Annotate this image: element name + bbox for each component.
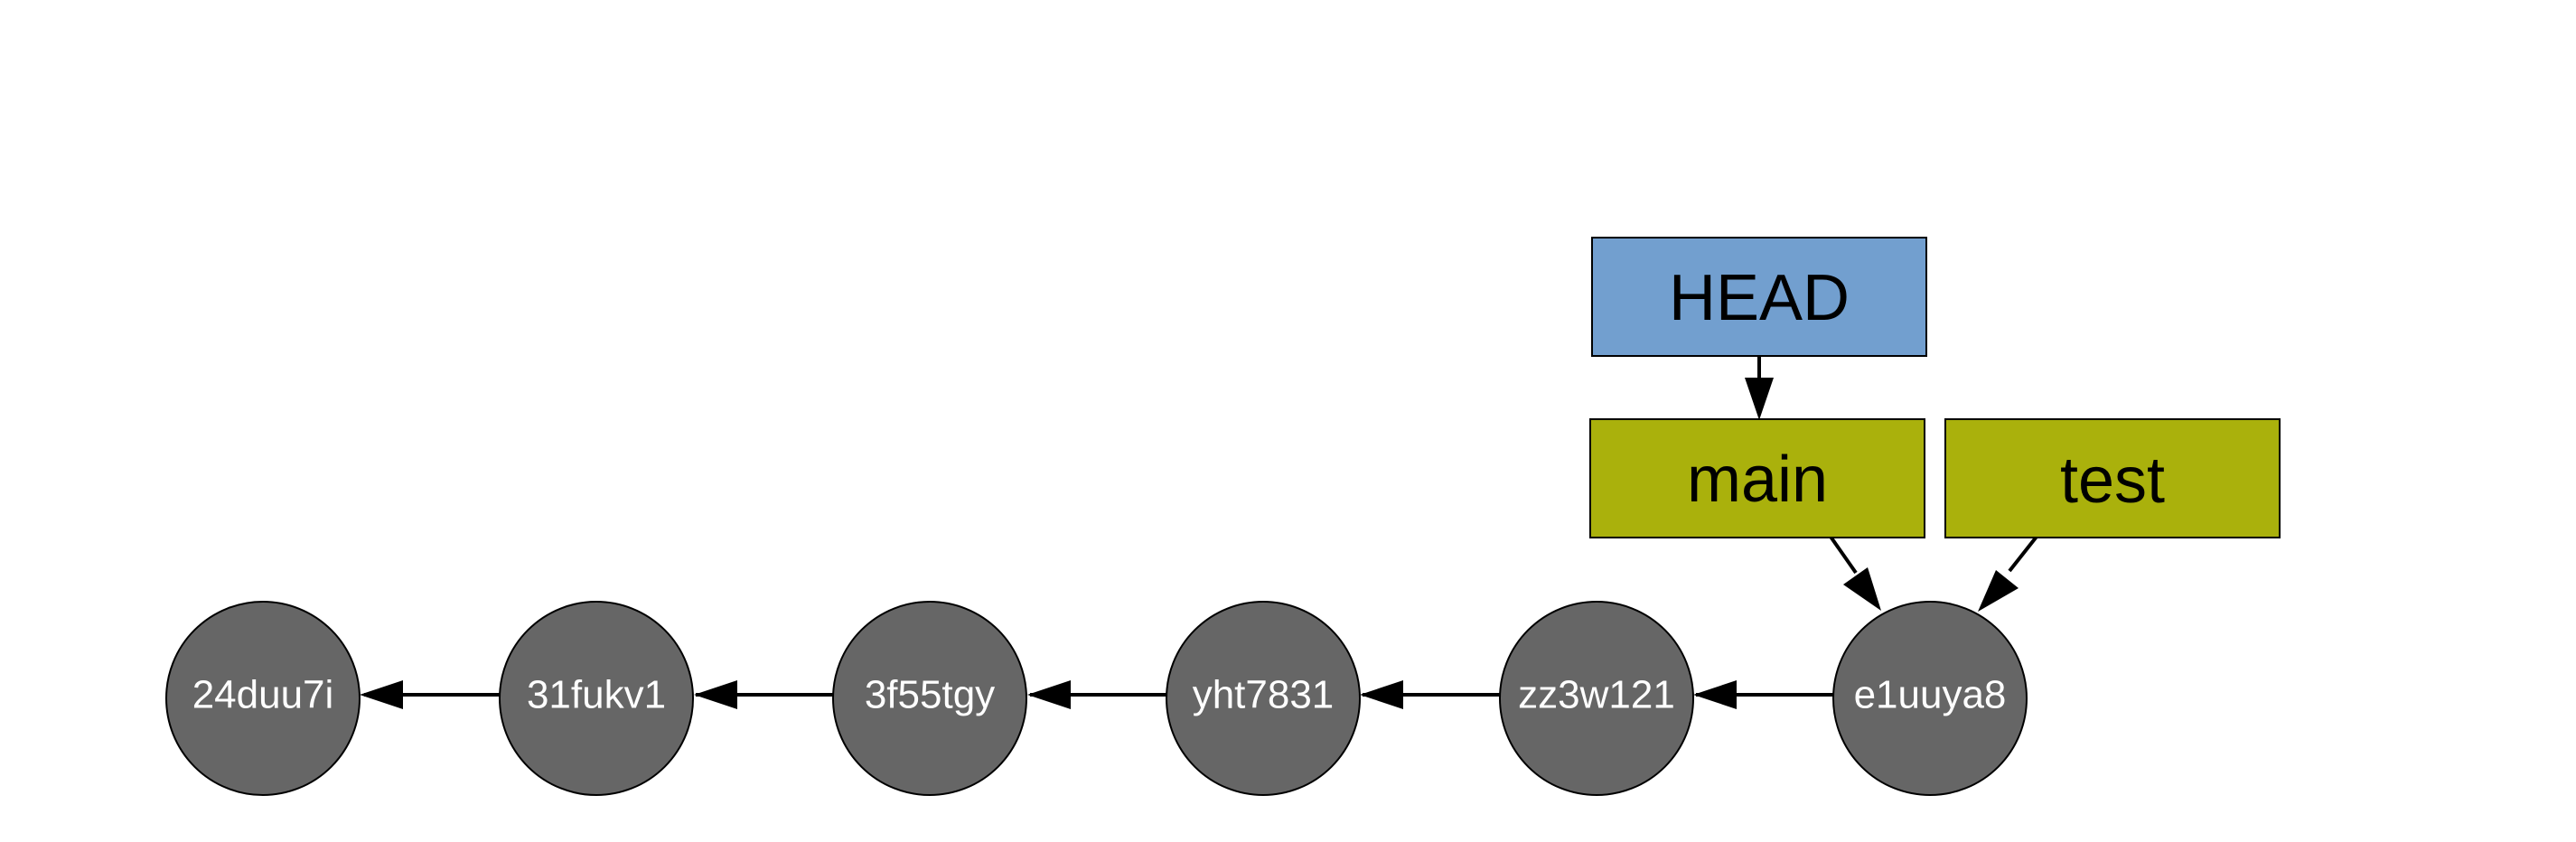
- commit-node: e1uuya8: [1832, 601, 2028, 796]
- branch-box: [1589, 418, 1925, 538]
- arrowhead: [1745, 378, 1774, 420]
- branch-main: main: [1589, 418, 1925, 538]
- commit-circle: [832, 601, 1027, 796]
- commit-hash: e1uuya8: [1854, 673, 2007, 717]
- commit-circle: [1832, 601, 2028, 796]
- ref-edges: [1745, 357, 2038, 612]
- commit-hash: 31fukv1: [527, 673, 666, 717]
- commit-edges: [360, 680, 1833, 709]
- commit-hash: 3f55tgy: [865, 673, 995, 717]
- arrowhead: [360, 680, 403, 709]
- head-ref: HEAD: [1591, 237, 1927, 357]
- edge-test-to-e1uuya8: [2008, 535, 2038, 573]
- branch-test: test: [1944, 418, 2281, 538]
- arrowhead: [1978, 570, 2019, 612]
- commit-node: 3f55tgy: [832, 601, 1027, 796]
- commit-node: yht7831: [1166, 601, 1361, 796]
- arrowhead: [1360, 680, 1403, 709]
- commit-hash: yht7831: [1193, 673, 1335, 717]
- arrowhead: [1693, 680, 1737, 709]
- commit-node: zz3w121: [1499, 601, 1694, 796]
- commit-circle: [1166, 601, 1361, 796]
- arrowhead: [1843, 567, 1881, 611]
- arrowhead: [1027, 680, 1071, 709]
- branch-label: main: [1687, 444, 1828, 516]
- commit-hash: zz3w121: [1518, 673, 1675, 717]
- commit-node: 24duu7i: [165, 601, 361, 796]
- commit-circle: [499, 601, 694, 796]
- commit-circle: [1499, 601, 1694, 796]
- branch-box: [1944, 418, 2281, 538]
- head-box: [1591, 237, 1927, 357]
- commit-circle: [165, 601, 361, 796]
- commit-hash: 24duu7i: [192, 673, 334, 717]
- edge-main-to-e1uuya8: [1829, 535, 1858, 575]
- head-label: HEAD: [1669, 262, 1850, 334]
- branch-label: test: [2060, 444, 2165, 517]
- commit-node: 31fukv1: [499, 601, 694, 796]
- arrowhead: [694, 680, 737, 709]
- commit-nodes: 24duu7i 31fukv1 3f55tgy yht7831 zz3w121 …: [165, 601, 2028, 796]
